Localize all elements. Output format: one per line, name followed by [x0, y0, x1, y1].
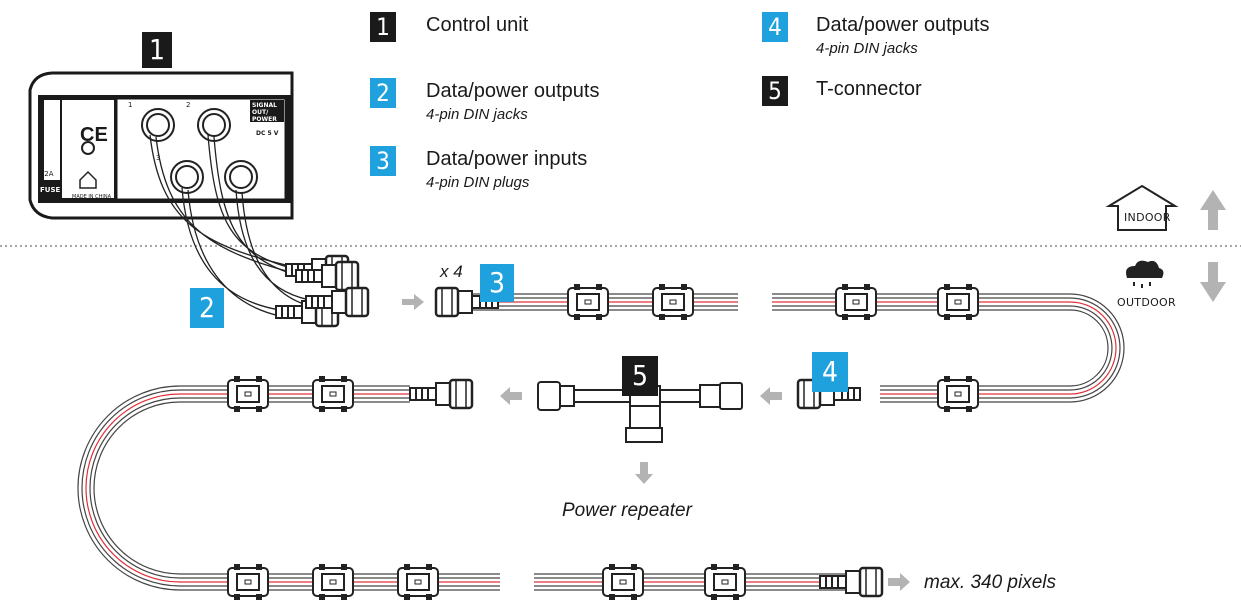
output-cables — [149, 134, 311, 317]
pixel — [704, 563, 746, 601]
output-plug — [408, 378, 474, 410]
port-number-1: 1 — [128, 101, 133, 109]
marker-4: 4 — [812, 352, 848, 392]
multiplier-label: x 4 — [440, 262, 463, 281]
marker-5: 5 — [622, 356, 658, 396]
legend-badge: 1 — [370, 12, 396, 42]
marker-3: 3 — [480, 264, 514, 302]
pixel — [227, 375, 269, 413]
outdoor-label: OUTDOOR — [1117, 296, 1176, 309]
t-connector — [537, 381, 743, 443]
marker-1: 1 — [142, 32, 172, 68]
voltage-label: DC 5 V — [256, 130, 279, 137]
legend-badge: 5 — [762, 76, 788, 106]
signal-out-label: SIGNAL OUT/ POWER OUT — [252, 102, 277, 130]
pixel — [397, 563, 439, 601]
fuse-label: FUSE — [40, 186, 61, 194]
pixel — [312, 375, 354, 413]
rain-icon — [1133, 282, 1151, 288]
top-strand — [470, 293, 1125, 403]
made-in-label: MADE IN CHINA — [72, 194, 112, 200]
legend-title: Data/power inputs — [426, 148, 588, 170]
cloud-icon — [1126, 260, 1164, 278]
marker-2: 2 — [190, 288, 224, 328]
pixel — [227, 563, 269, 601]
legend-title: Data/power outputs — [426, 80, 600, 102]
power-repeater-label: Power repeater — [562, 500, 692, 521]
legend-title: T-connector — [816, 78, 922, 100]
pixel — [312, 563, 354, 601]
end-plug — [818, 566, 884, 598]
control-unit — [28, 71, 294, 220]
house-icon — [1105, 184, 1179, 231]
pixel — [652, 283, 694, 321]
port-number-2: 2 — [186, 101, 191, 109]
pixel — [937, 283, 979, 321]
indoor-label: INDOOR — [1124, 211, 1171, 224]
legend-subtitle: 4-pin DIN jacks — [426, 106, 528, 123]
legend-badge: 4 — [762, 12, 788, 42]
legend-subtitle: 4-pin DIN plugs — [426, 174, 530, 191]
legend-title: Data/power outputs — [816, 14, 990, 36]
legend-badge: 2 — [370, 78, 396, 108]
flow-arrows — [402, 190, 1226, 591]
fuse-rating: T2A — [40, 170, 54, 178]
ce-mark: CE — [80, 124, 108, 146]
max-pixels-label: max. 340 pixels — [924, 572, 1057, 593]
legend-subtitle: 4-pin DIN jacks — [816, 40, 918, 57]
legend-title: Control unit — [426, 14, 529, 36]
legend-badge: 3 — [370, 146, 396, 176]
pixel — [937, 375, 979, 413]
port-number-3: 3 — [156, 154, 161, 162]
pixel — [602, 563, 644, 601]
pixel — [567, 283, 609, 321]
pixel — [835, 283, 877, 321]
bottom-strand — [77, 385, 860, 591]
